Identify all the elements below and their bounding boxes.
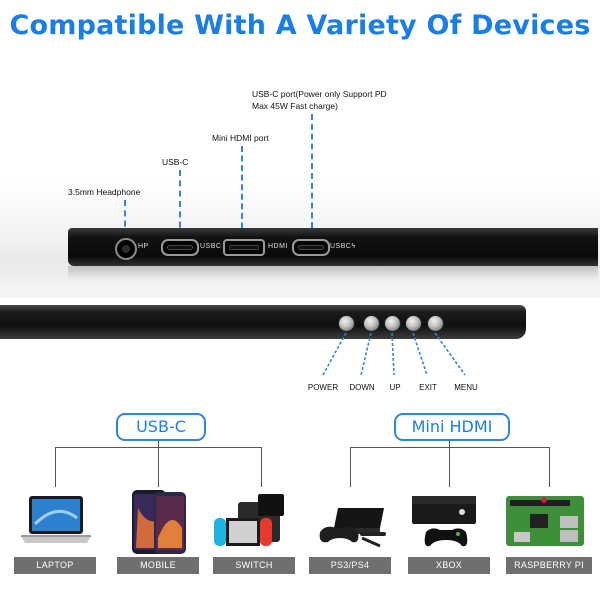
down-button-label: DOWN [349,383,375,392]
menu-button-label: MENU [454,383,478,392]
up-button-label: UP [389,383,401,392]
device-label-ps: PS3/PS4 [309,557,391,574]
headphone-label: 3.5mm Headphone [68,187,141,197]
playstation-icon [319,508,386,548]
device-label-xbox: XBOX [408,557,490,574]
mobile-icon [132,490,186,554]
down-button[interactable] [363,315,380,332]
headphone-pointer [124,200,126,237]
usbc-power-port-icon [292,239,330,256]
power-button-label: POWER [307,383,339,392]
raspberry-pi-icon [506,496,584,546]
minihdmi-tree-bar [350,447,550,448]
usbc-power-port-text: USBCϟ [330,243,356,250]
usbc-port-text: USBC [200,243,222,250]
usbc-label: USB-C [162,157,189,167]
monitor-port-edge: HP USBC HDMI USBCϟ [68,228,598,280]
exit-button-label: EXIT [419,383,437,392]
hp-port-text: HP [138,243,149,250]
device-label-raspberry-pi: RASPBERRY PI [506,557,592,574]
usbc-group-pill: USB-C [116,413,206,441]
minihdmi-pointer [241,146,243,238]
minihdmi-port-icon [223,239,265,256]
device-label-switch: SWITCH [213,557,295,574]
menu-button[interactable] [427,315,444,332]
minihdmi-tree-stem [449,441,450,448]
power-port-pointer [311,114,313,238]
hdmi-port-text: HDMI [268,243,288,250]
device-label-laptop: LAPTOP [14,557,96,574]
minihdmi-group-pill: Mini HDMI [394,413,510,441]
usbc-tree-stem [158,441,159,448]
headphone-jack-icon [115,238,137,260]
xbox-icon [412,496,476,547]
exit-button[interactable] [405,315,422,332]
laptop-icon [21,496,91,543]
switch-console-icon [214,494,284,546]
minihdmi-label: Mini HDMI port [212,133,269,143]
power-port-label-line2: Max 45W Fast charge) [252,101,338,111]
power-button[interactable] [338,315,355,332]
up-button[interactable] [384,315,401,332]
power-port-label-line1: USB-C port(Power only Support PD [252,89,387,99]
usbc-port-icon [161,239,199,256]
usbc-pointer [179,170,181,238]
device-label-mobile: MOBILE [117,557,199,574]
page-title: Compatible With A Variety Of Devices [9,10,591,41]
